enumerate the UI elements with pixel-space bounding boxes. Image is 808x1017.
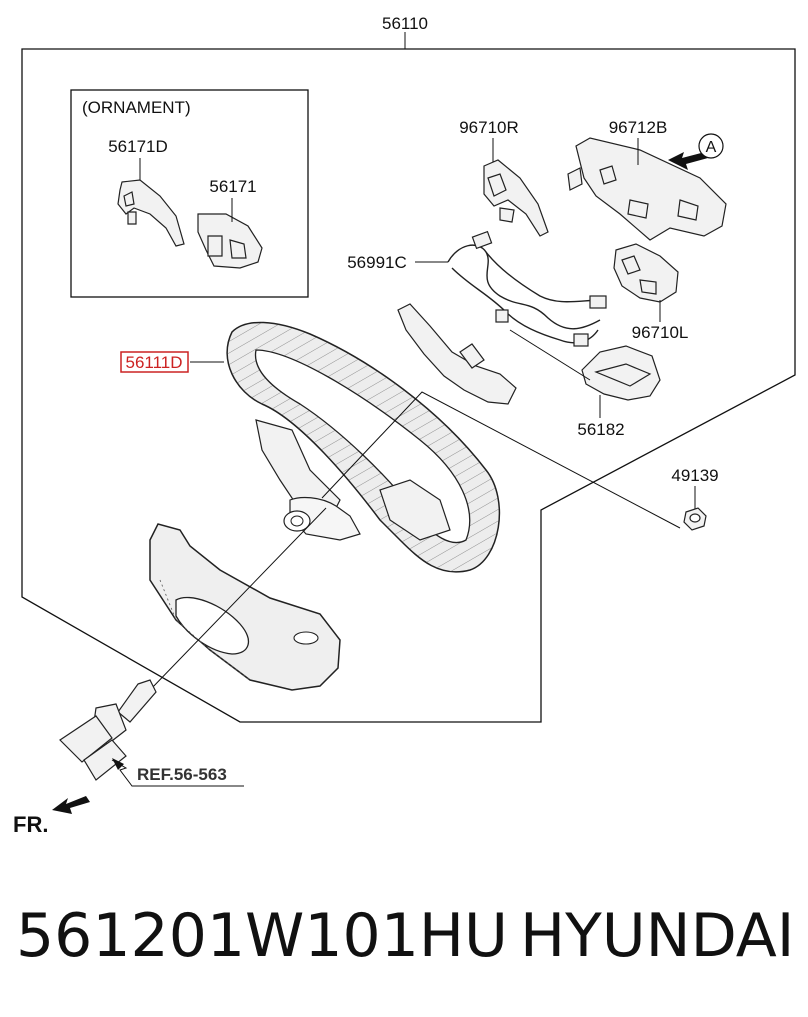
front-arrow bbox=[52, 796, 90, 814]
cover-part bbox=[149, 523, 341, 691]
part-label-switch-right: 96710R bbox=[459, 118, 519, 137]
assembly-frame bbox=[21, 48, 796, 723]
part-label-module: 56182 bbox=[577, 420, 624, 439]
ornament-title: (ORNAMENT) bbox=[82, 98, 191, 117]
part-label-switch-left: 96710L bbox=[632, 323, 689, 342]
part-number-text: 561201W101HU bbox=[16, 901, 508, 971]
part-label-nut: 49139 bbox=[671, 466, 718, 485]
view-marker-circle bbox=[698, 133, 724, 159]
part-label-ornament-right: 56171 bbox=[209, 177, 256, 196]
reference-label: REF.56-563 bbox=[137, 765, 227, 784]
front-label: FR. bbox=[13, 812, 48, 837]
steering-column-part bbox=[59, 679, 157, 781]
ornament-right-part bbox=[197, 213, 263, 269]
right-switch-part bbox=[483, 159, 549, 237]
harness-connectors bbox=[471, 230, 607, 347]
part-label-highlighted-wheel: 56111D bbox=[125, 353, 182, 372]
long-bracket-part bbox=[397, 303, 517, 405]
nut-leader bbox=[321, 391, 681, 529]
brand-text: HYUNDAI bbox=[520, 901, 795, 971]
part-label-bracket: 96712B bbox=[609, 118, 668, 137]
left-switch-part bbox=[613, 243, 679, 303]
module-part bbox=[581, 345, 661, 401]
view-marker-label: A bbox=[706, 139, 717, 156]
nut-part bbox=[683, 507, 707, 531]
assembly-number-label: 56110 bbox=[382, 14, 428, 33]
view-arrow bbox=[668, 152, 708, 170]
highlight-box bbox=[120, 351, 189, 373]
steering-wheel-part bbox=[226, 321, 501, 573]
ornament-left-part bbox=[117, 179, 185, 247]
bracket-part bbox=[567, 137, 727, 241]
ornament-box bbox=[70, 89, 309, 298]
part-label-ornament-left: 56171D bbox=[108, 137, 168, 156]
harness-part bbox=[447, 244, 605, 344]
part-label-harness: 56991C bbox=[347, 253, 407, 272]
